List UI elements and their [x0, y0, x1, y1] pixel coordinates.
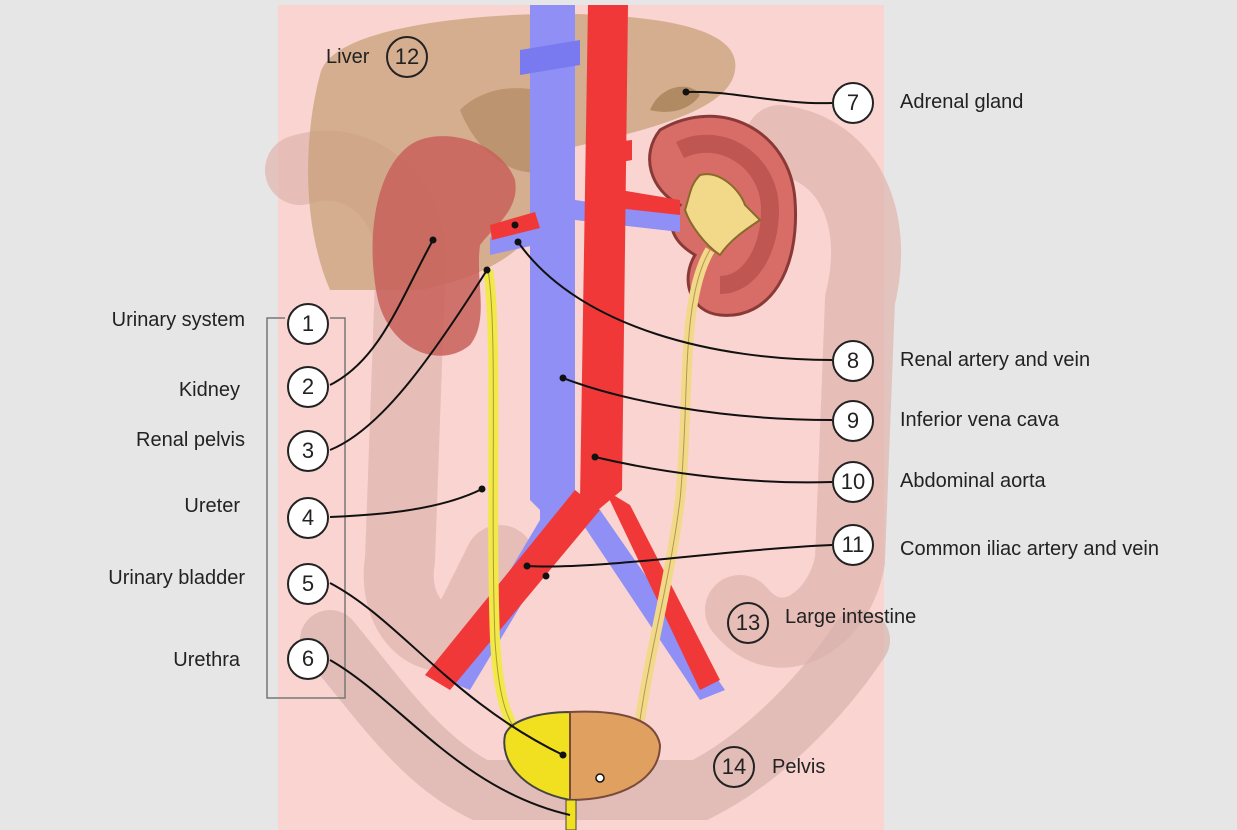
label-renal-artery-vein: Renal artery and vein: [900, 348, 1090, 372]
number-8: 8: [832, 340, 874, 382]
leader-dot: [543, 573, 550, 580]
leader-dot: [430, 237, 437, 244]
leader-dot: [683, 89, 690, 96]
label-ureter: Ureter: [60, 494, 240, 518]
number-7: 7: [832, 82, 874, 124]
leader-dot: [560, 752, 567, 759]
leader-dot: [512, 222, 519, 229]
leader-dot: [479, 486, 486, 493]
inferior-vena-cava-shape: [530, 5, 575, 540]
number-9: 9: [832, 400, 874, 442]
leader-dot: [524, 563, 531, 570]
label-common-iliac: Common iliac artery and vein: [900, 537, 1159, 561]
number-2: 2: [287, 366, 329, 408]
label-abdominal-aorta: Abdominal aorta: [900, 469, 1046, 493]
label-urethra: Urethra: [60, 648, 240, 672]
number-11: 11: [832, 524, 874, 566]
label-renal-pelvis: Renal pelvis: [60, 428, 245, 452]
number-12: 12: [386, 36, 428, 78]
label-large-intestine: Large intestine: [785, 605, 916, 629]
number-5: 5: [287, 563, 329, 605]
label-urinary-system: Urinary system: [60, 308, 245, 332]
number-13: 13: [727, 602, 769, 644]
label-adrenal-gland: Adrenal gland: [900, 90, 1023, 114]
leader-dot: [592, 454, 599, 461]
leader-dot: [560, 375, 567, 382]
leader-dot: [596, 774, 604, 782]
number-1: 1: [287, 303, 329, 345]
label-inferior-vena-cava: Inferior vena cava: [900, 408, 1059, 432]
label-pelvis: Pelvis: [772, 755, 825, 779]
number-10: 10: [832, 461, 874, 503]
number-4: 4: [287, 497, 329, 539]
leader-dot: [515, 239, 522, 246]
label-urinary-bladder: Urinary bladder: [60, 566, 245, 590]
number-6: 6: [287, 638, 329, 680]
abdominal-aorta-shape: [580, 5, 628, 510]
label-liver: Liver: [326, 45, 369, 69]
label-kidney: Kidney: [60, 378, 240, 402]
number-3: 3: [287, 430, 329, 472]
number-14: 14: [713, 746, 755, 788]
leader-dot: [484, 267, 491, 274]
